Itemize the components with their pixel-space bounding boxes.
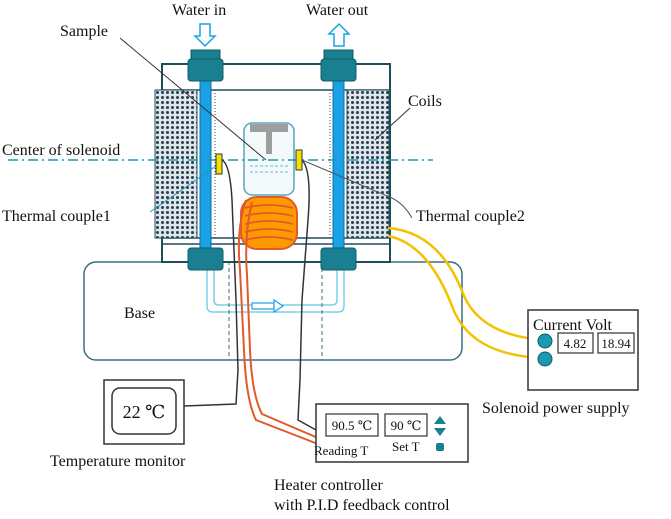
temperature-monitor: 22 ℃ — [103, 379, 185, 445]
heater-wires — [237, 199, 319, 445]
power-supply-header: Current Volt — [533, 317, 613, 334]
water-in-label: Water in — [172, 2, 226, 19]
temperature-monitor-label: Temperature monitor — [50, 453, 186, 470]
coil-left — [154, 89, 198, 239]
coil-right — [346, 89, 390, 239]
negative-terminal-icon — [537, 351, 553, 367]
volt-value: 18.94 — [601, 336, 631, 351]
coils-label: Coils — [408, 93, 442, 110]
solenoid-power-supply-label: Solenoid power supply — [482, 400, 630, 417]
heater-controller-label-1: Heater controller — [274, 477, 384, 494]
heater-controller: 90.5 ℃ 90 ℃ Reading T Set T — [314, 403, 469, 463]
sample-label: Sample — [60, 23, 108, 40]
set-t-label: Set T — [392, 439, 420, 454]
controller-button[interactable] — [436, 443, 444, 451]
thermal-couple-1-label: Thermal couple1 — [2, 208, 111, 225]
positive-terminal-icon — [537, 333, 553, 349]
sample-holder — [243, 122, 295, 196]
water-pipe-left — [187, 49, 224, 271]
water-channel — [206, 262, 345, 314]
temperature-monitor-reading: 22 ℃ — [123, 402, 166, 422]
center-of-solenoid-label: Center of solenoid — [2, 142, 120, 159]
power-wires — [387, 226, 546, 360]
heater-reading-value: 90.5 ℃ — [332, 418, 373, 433]
thermocouple-1 — [215, 153, 223, 175]
base: Base — [83, 261, 463, 361]
increase-arrow-icon[interactable] — [434, 416, 446, 424]
inner-tube-walls — [214, 90, 331, 240]
thermocouple-2 — [295, 149, 303, 171]
heater-coil — [240, 196, 298, 250]
heater-set-value: 90 ℃ — [391, 418, 422, 433]
dashed-guides — [228, 240, 323, 360]
water-pipe-right — [320, 49, 357, 271]
water-in-arrow-icon — [193, 23, 217, 48]
base-label: Base — [124, 305, 155, 322]
coils-pointer — [374, 107, 411, 141]
decrease-arrow-icon[interactable] — [434, 428, 446, 436]
solenoid-power-supply: Current Volt 4.82 18.94 — [527, 309, 639, 391]
water-out-arrow-icon — [327, 22, 351, 47]
water-out-label: Water out — [306, 2, 369, 19]
sample-pointer — [119, 37, 267, 161]
thermocouple-wires — [183, 159, 317, 431]
thermal-couple-2-pointer — [301, 159, 413, 219]
thermal-couple-1-pointer — [149, 165, 217, 213]
reading-t-label: Reading T — [314, 443, 368, 458]
current-value: 4.82 — [564, 336, 587, 351]
thermal-couple-2-label: Thermal couple2 — [416, 208, 525, 225]
heater-controller-label-2: with P.I.D feedback control — [274, 497, 450, 514]
flow-arrow-icon — [251, 298, 285, 314]
